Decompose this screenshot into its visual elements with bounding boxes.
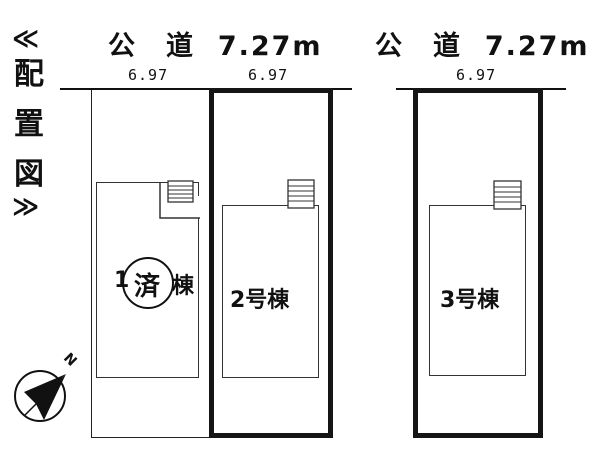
lot-1-sold-stamp: 済 [134, 272, 161, 302]
title-close-bracket: ≫ [12, 192, 40, 222]
lot-1-label-suffix: 棟 [172, 274, 195, 299]
road-edge-line-left [60, 88, 352, 90]
lot-1-label-prefix: 1 [114, 268, 130, 293]
title-open-bracket: ≪ [12, 24, 40, 54]
frontage-dimension-lot-3: 6.97 [456, 66, 497, 84]
frontage-dimension-lot-2: 6.97 [248, 66, 289, 84]
road-width: 7.27m [484, 31, 590, 62]
road-label-left: 公 道 7.27m [108, 24, 323, 63]
road-width: 7.27m [217, 31, 323, 62]
road-name: 公 道 [375, 31, 462, 62]
lot-3-label: 3号棟 [440, 288, 500, 313]
title-char-1: 配 [14, 57, 44, 92]
road-name: 公 道 [108, 31, 195, 62]
frontage-dimension-lot-1: 6.97 [128, 66, 169, 84]
title-char-2: 置 [14, 107, 44, 142]
lot-2-building [222, 205, 319, 378]
road-label-right: 公 道 7.27m [375, 24, 590, 63]
lot-3-building [429, 205, 526, 376]
lot-2-label: 2号棟 [230, 288, 290, 313]
title-char-3: 図 [14, 157, 44, 192]
